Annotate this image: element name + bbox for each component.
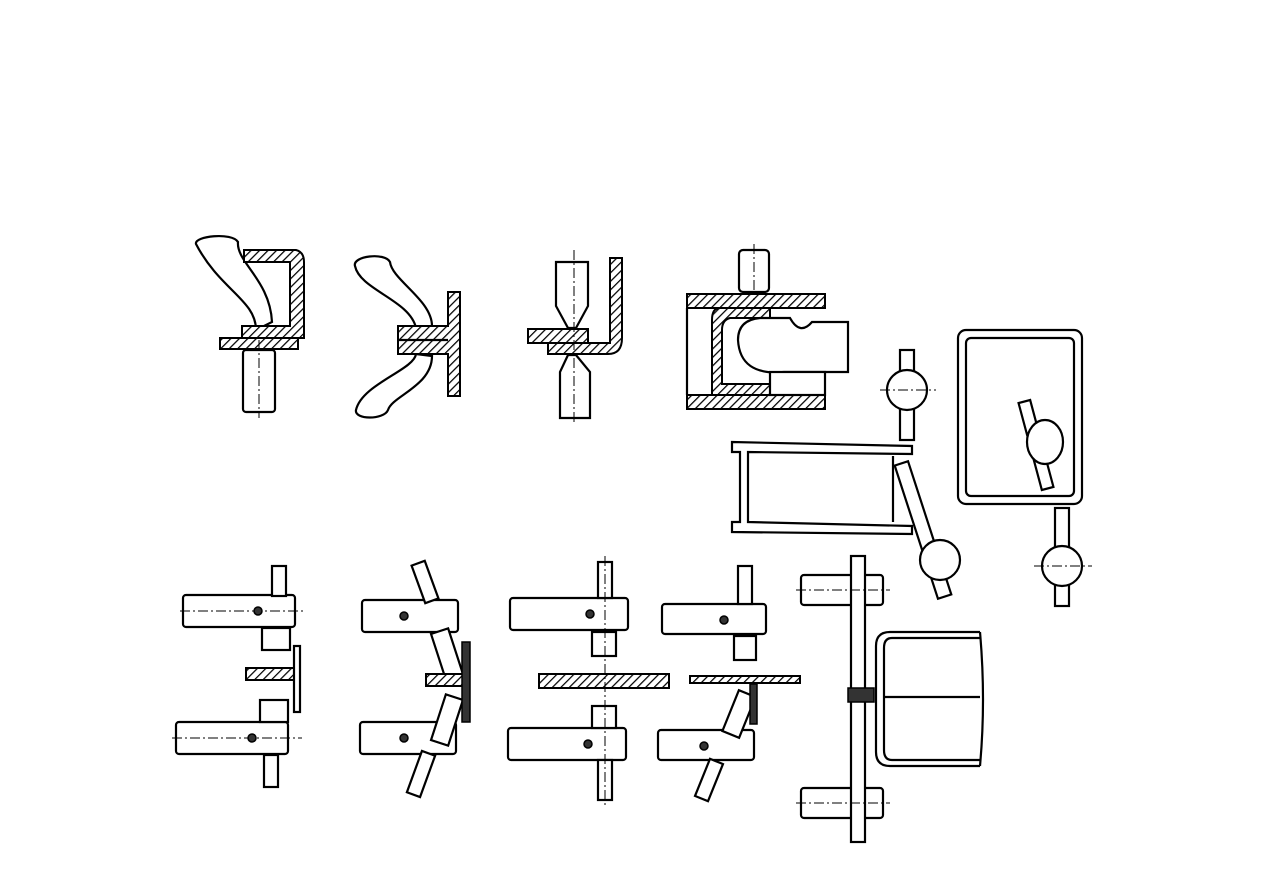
angled-electrodes-corner-weld — [358, 559, 471, 799]
long-electrodes-cylinder-flange-weld — [796, 554, 985, 844]
mixed-electrodes-plate-flange-weld — [656, 564, 801, 803]
channel-internal-weld — [685, 244, 850, 410]
rectangular-box-internal-weld — [956, 328, 1092, 608]
bent-electrodes-flange-weld — [172, 564, 306, 789]
straight-electrodes-angle-weld — [527, 250, 623, 424]
double-offset-electrodes-angle-weld — [353, 255, 461, 419]
box-beam-angled-electrodes — [730, 348, 962, 601]
straight-electrodes-plate-weld — [506, 556, 670, 806]
offset-electrode-bracket-weld — [194, 235, 305, 418]
